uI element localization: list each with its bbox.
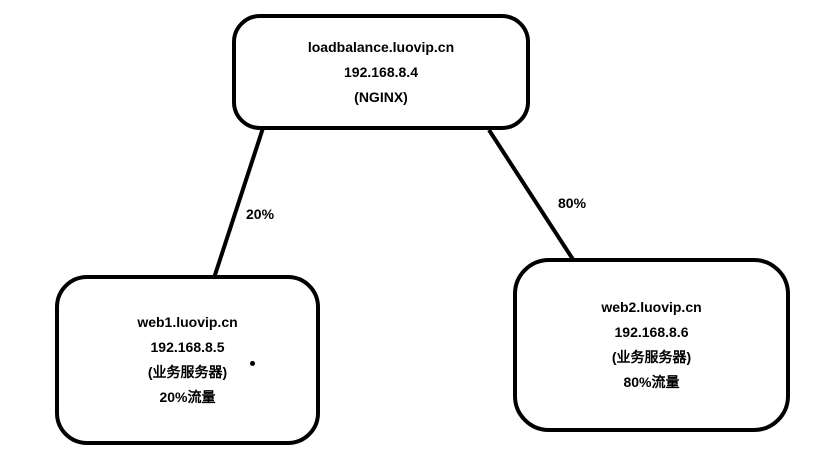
loadbalancer-hostname: loadbalance.luovip.cn (307, 38, 455, 55)
node-loadbalancer: loadbalance.luovip.cn 192.168.8.4 (NGINX… (232, 14, 530, 130)
web1-role: (业务服务器) (147, 364, 228, 380)
web1-traffic: 20%流量 (159, 389, 216, 405)
edge-weight-label-80: 80% (558, 195, 587, 211)
web2-role: (业务服务器) (611, 349, 692, 365)
loadbalancer-ip: 192.168.8.4 (344, 63, 418, 80)
web2-traffic: 80%流量 (623, 374, 680, 390)
edge-line-to-web1 (212, 127, 265, 279)
dot-marker (250, 361, 255, 366)
edge-line-to-web2 (487, 128, 576, 263)
loadbalancer-role: (NGINX) (354, 88, 408, 105)
edge-weight-label-20: 20% (246, 206, 275, 222)
node-web2: web2.luovip.cn 192.168.8.6 (业务服务器) 80%流量 (513, 258, 790, 432)
web1-hostname: web1.luovip.cn (137, 314, 238, 330)
web2-hostname: web2.luovip.cn (601, 299, 702, 315)
web1-ip: 192.168.8.5 (150, 339, 225, 355)
node-web1: web1.luovip.cn 192.168.8.5 (业务服务器) 20%流量 (55, 275, 320, 445)
web2-ip: 192.168.8.6 (614, 324, 689, 340)
